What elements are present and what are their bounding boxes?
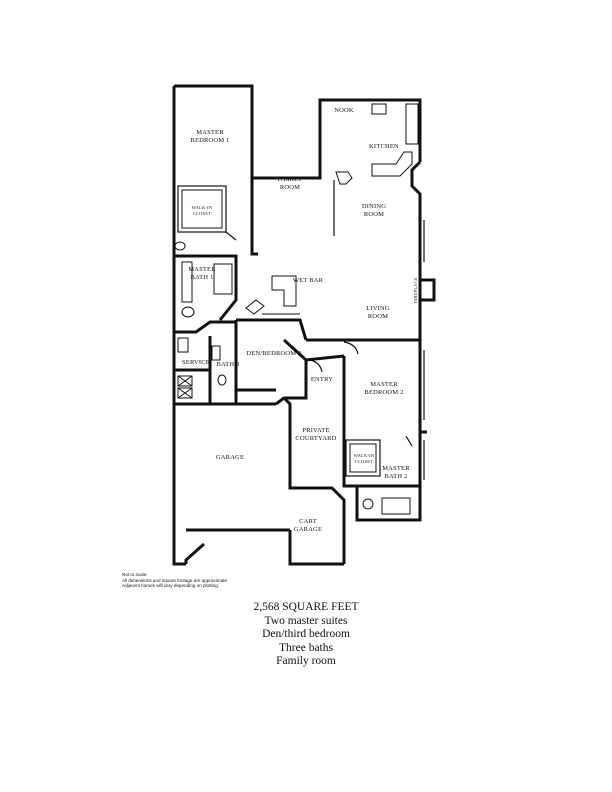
label-master-bath-1-line2: BATH 1 <box>190 274 213 281</box>
label-master-bath-2-line2: BATH 2 <box>384 473 407 480</box>
label-kitchen: KITCHEN <box>369 143 399 150</box>
label-living-room-line2: ROOM <box>368 313 388 320</box>
label-bath-3: BATH 3 <box>216 361 239 368</box>
label-master-bedroom-2-line1: MASTER <box>370 381 398 388</box>
label-family-room-line1: FAMILY <box>278 176 303 183</box>
label-walk-in-closet-1-line1: WALK-IN <box>192 205 213 210</box>
label-master-bedroom-1-line2: BEDROOM 1 <box>190 137 229 144</box>
label-den-bedroom-3: DEN/BEDROOM 3 <box>246 350 301 357</box>
label-master-bedroom-1-line1: MASTER <box>196 129 224 136</box>
label-master-bath-2-line1: MASTER <box>382 465 410 472</box>
label-master-bath-1-line1: MASTER <box>188 266 216 273</box>
label-walk-in-closet-2-line2: CLOSET <box>355 459 373 464</box>
room-labels: NOOK KITCHEN MASTER BEDROOM 1 WALK-IN CL… <box>182 107 418 533</box>
summary-square-feet: 2,568 SQUARE FEET <box>253 601 359 613</box>
label-garage: GARAGE <box>216 454 244 461</box>
label-walk-in-closet-1-line2: CLOSET <box>193 211 211 216</box>
label-master-bedroom-2-line2: BEDROOM 2 <box>364 389 403 396</box>
label-entry: ENTRY <box>311 376 333 383</box>
label-nook: NOOK <box>334 107 354 114</box>
summary-line: Two master suites <box>264 614 348 627</box>
label-private-courtyard-line2: COURTYARD <box>295 435 336 442</box>
label-private-courtyard-line1: PRIVATE <box>302 427 329 434</box>
exterior-walls <box>172 84 427 566</box>
label-cart-garage-line1: CART <box>299 518 317 525</box>
label-cart-garage-line2: GARAGE <box>294 526 322 533</box>
label-dining-room-line2: ROOM <box>364 211 384 218</box>
label-service: SERVICE <box>182 359 210 366</box>
note-line: All dimensions and square footage are ap… <box>122 577 229 583</box>
label-wet-bar: WET BAR <box>293 277 324 284</box>
label-walk-in-closet-2-line1: WALK-IN <box>354 453 375 458</box>
note-line: Adjacent homes will vary depending on pl… <box>122 583 220 589</box>
label-living-room-line1: LIVING <box>366 305 390 312</box>
note-line: Not to scale. <box>122 572 148 577</box>
plan-summary: 2,568 SQUARE FEET Two master suites Den/… <box>206 601 406 669</box>
label-family-room-line2: ROOM <box>280 184 300 191</box>
plan-notes: Not to scale. All dimensions and square … <box>122 572 228 589</box>
fixtures <box>174 103 436 515</box>
label-fireplace: FIREPLACE <box>413 277 418 303</box>
label-dining-room-line1: DINING <box>362 203 386 210</box>
summary-line: Three baths <box>279 641 333 654</box>
summary-line: Den/third bedroom <box>262 628 350 641</box>
summary-line: Family room <box>276 655 336 668</box>
